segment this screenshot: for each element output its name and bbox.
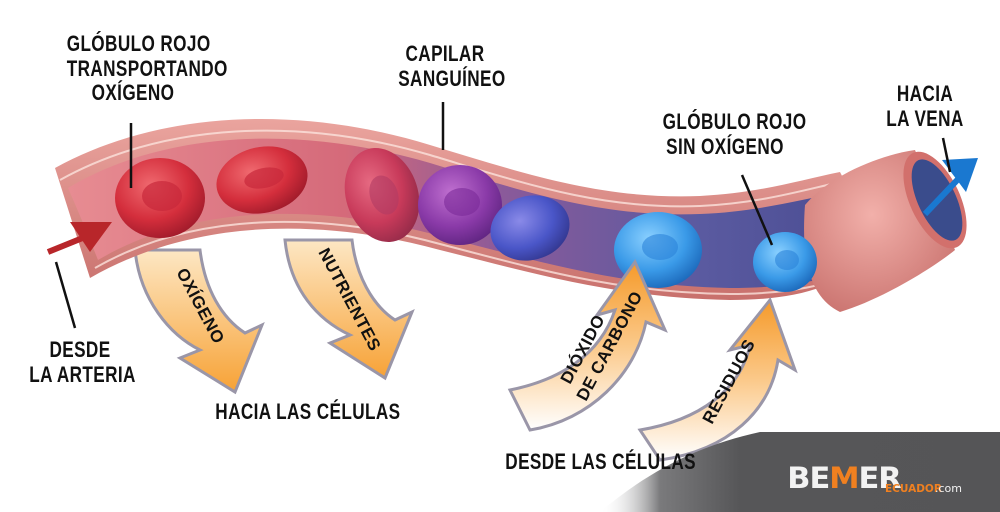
- logo-part: ER: [858, 461, 901, 495]
- rbc-transition-1: [344, 148, 420, 242]
- label-line: LA VENA: [886, 105, 964, 131]
- co2-flow-arrow: [507, 258, 668, 432]
- oxygen-flow-arrow: [133, 248, 265, 395]
- waste-flow-arrow: [637, 296, 798, 462]
- label-line: LA ARTERIA: [29, 361, 136, 387]
- logo-wordmark: BEMER: [787, 461, 901, 495]
- label-line: SIN OXÍGENO: [666, 133, 784, 159]
- label-line: OXÍGENO: [91, 80, 175, 106]
- logo-band: [600, 432, 1000, 512]
- label-line: HACIA: [896, 81, 954, 106]
- label-capillary: CAPILAR SANGUÍNEO: [398, 41, 506, 91]
- rbc-transition-3: [490, 195, 570, 261]
- label-rbc-no-oxygen: GLÓBULO ROJO SIN OXÍGENO: [662, 109, 807, 159]
- vein-outflow-arrow: [922, 158, 978, 217]
- label-line: SANGUÍNEO: [398, 65, 506, 91]
- rbc-transition-2: [418, 165, 502, 245]
- logo-sub: ECUADOR: [885, 483, 942, 495]
- leader-lines: [54, 102, 952, 329]
- label-line: GLÓBULO ROJO: [662, 109, 807, 134]
- artery-inflow-arrow: [46, 222, 112, 255]
- nutrients-flow-arrow: [283, 238, 415, 381]
- logo-suffix: .com: [935, 482, 962, 495]
- label-line: GLÓBULO ROJO: [66, 31, 211, 56]
- rbc-oxygenated-1: [115, 158, 205, 238]
- rbc-oxygenated-2: [216, 146, 308, 214]
- label-from-cells: DESDE LAS CÉLULAS: [505, 449, 696, 474]
- label-to-vein: HACIA LA VENA: [882, 81, 968, 131]
- logo-part-accent: M: [829, 461, 859, 495]
- label-line: CAPILAR: [405, 41, 485, 66]
- label-from-artery: DESDE LA ARTERIA: [29, 337, 136, 387]
- label-to-cells: HACIA LAS CÉLULAS: [215, 399, 401, 424]
- label-line: DESDE: [49, 337, 111, 362]
- label-line: TRANSPORTANDO: [66, 55, 228, 81]
- rbc-deoxygenated-2: [753, 232, 817, 292]
- label-rbc-oxygen: GLÓBULO ROJO TRANSPORTANDO OXÍGENO: [66, 31, 228, 106]
- logo-part: BE: [787, 461, 830, 495]
